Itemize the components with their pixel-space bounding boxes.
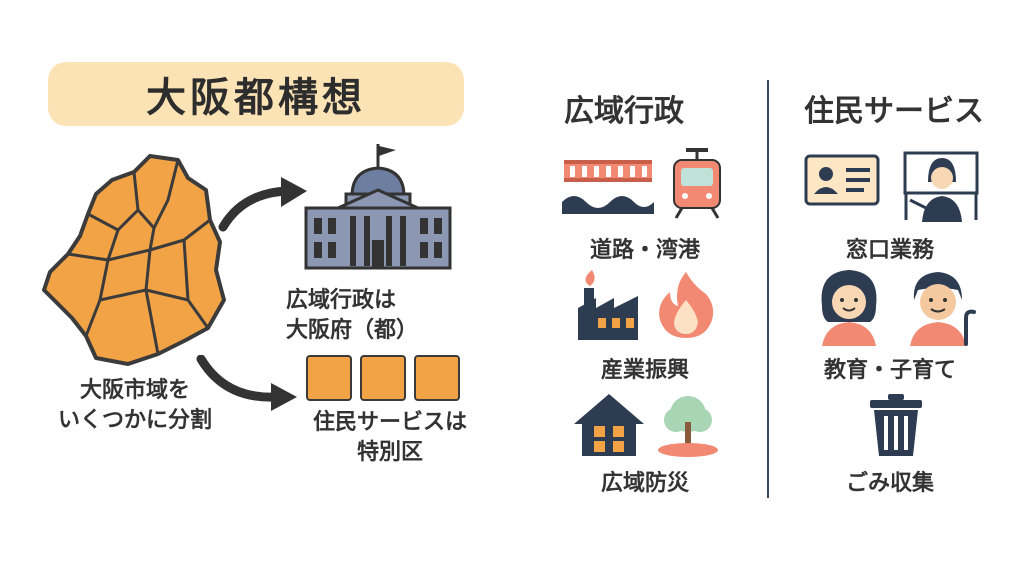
- elder-icon: [910, 272, 976, 346]
- id-card-icon: [804, 154, 880, 206]
- prefecture-label: 広域行政は 大阪府（都）: [286, 286, 418, 346]
- teacher-icon: [903, 151, 979, 222]
- arrow-to-prefecture-icon: [218, 177, 307, 232]
- trash-can-icon: [870, 394, 922, 456]
- train-icon: [673, 148, 721, 219]
- resident-item-counter: 窓口業務: [845, 238, 934, 263]
- resident-heading: 住民サービス: [804, 94, 984, 129]
- city-label-line-2: いくつかに分割: [57, 408, 212, 433]
- factory-icon: [578, 270, 638, 340]
- ward-label-line-2: 特別区: [356, 440, 423, 465]
- fire-icon: [659, 272, 714, 338]
- column-divider: [767, 80, 769, 498]
- wide-admin-item-disaster: 広域防災: [600, 471, 689, 496]
- ward-square: [414, 355, 460, 401]
- government-building-icon: [304, 144, 452, 270]
- ward-square: [306, 355, 352, 401]
- wide-admin-item-roads: 道路・湾港: [589, 238, 700, 263]
- prefecture-label-line-2: 大阪府（都）: [286, 318, 419, 343]
- prefecture-label-line-1: 広域行政は: [286, 288, 397, 313]
- page-title: 大阪都構想: [146, 75, 366, 121]
- ward-label: 住民サービスは 特別区: [300, 408, 480, 468]
- osaka-city-map: [42, 154, 226, 366]
- ward-square: [360, 355, 406, 401]
- resident-item-garbage: ごみ収集: [845, 471, 934, 496]
- city-label-line-1: 大阪市域を: [79, 378, 190, 403]
- bridge-icon: [562, 160, 654, 214]
- resident-item-education: 教育・子育て: [823, 358, 956, 383]
- arrow-to-wards-icon: [196, 355, 297, 411]
- city-label: 大阪市域を いくつかに分割: [40, 376, 230, 436]
- wide-admin-heading: 広域行政: [564, 94, 684, 129]
- title-banner: 大阪都構想: [48, 62, 464, 126]
- wide-admin-item-industry: 産業振興: [600, 358, 689, 383]
- tree-icon: [658, 396, 718, 457]
- house-icon: [574, 394, 644, 456]
- special-wards-squares: [306, 355, 460, 401]
- child-icon: [821, 270, 877, 346]
- ward-label-line-1: 住民サービスは: [312, 410, 467, 435]
